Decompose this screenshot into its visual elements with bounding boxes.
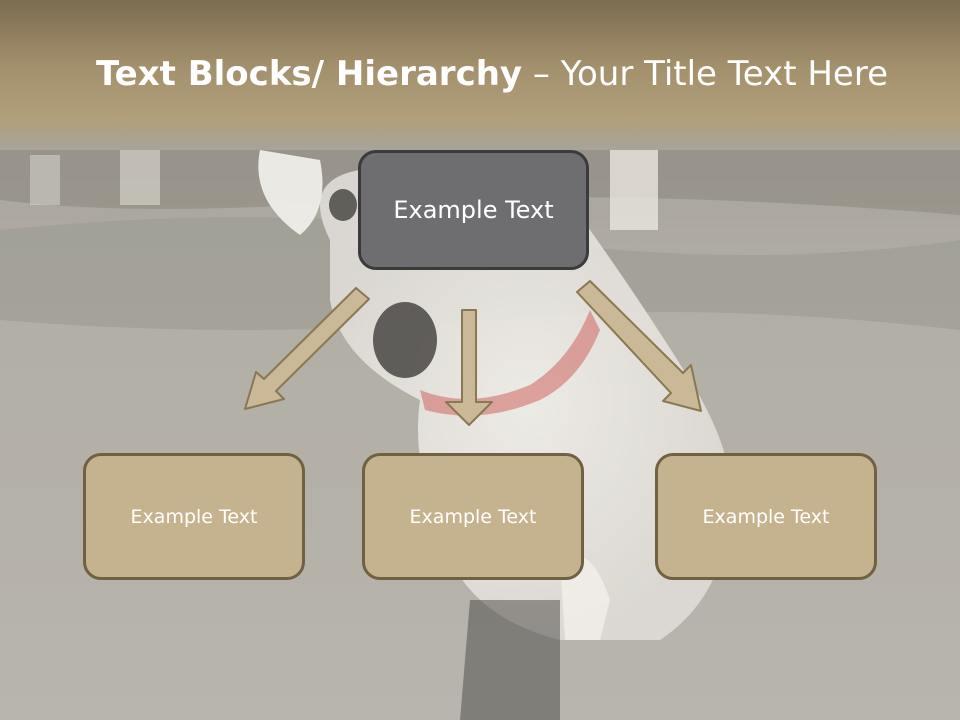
title-subtitle: – Your Title Text Here xyxy=(522,54,888,94)
slide-title: Text Blocks/ Hierarchy – Your Title Text… xyxy=(0,54,960,94)
child-label-1: Example Text xyxy=(130,505,258,528)
child-label-2: Example Text xyxy=(409,505,537,528)
child-box-3: Example Text xyxy=(655,453,877,580)
top-level-box: Example Text xyxy=(358,150,589,270)
top-level-label: Example Text xyxy=(393,196,554,224)
title-bold: Text Blocks/ Hierarchy xyxy=(95,54,523,94)
title-band xyxy=(0,0,960,150)
child-box-1: Example Text xyxy=(83,453,305,580)
child-box-2: Example Text xyxy=(362,453,584,580)
child-label-3: Example Text xyxy=(702,505,830,528)
